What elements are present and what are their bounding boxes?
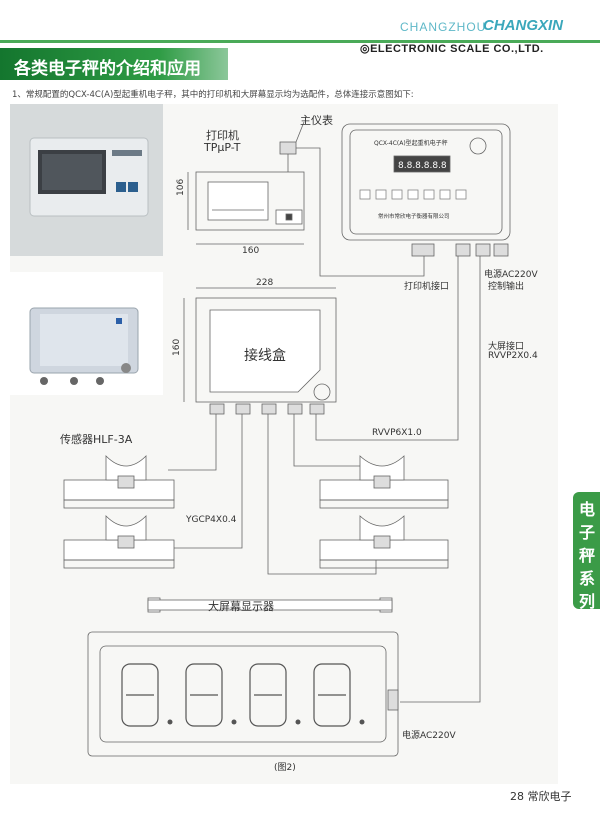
big-screen-label: 大屏幕显示器 <box>208 600 274 613</box>
main-unit-label: 主仪表 <box>300 114 333 127</box>
big-screen-bracket <box>147 599 393 611</box>
page-footer: 28 常欣电子 <box>510 790 572 803</box>
sensor-top-right <box>319 455 449 509</box>
main-unit-title: QCX-4C(A)型起重机电子秤 <box>374 140 448 147</box>
company-name-bold: CHANGXIN <box>483 17 564 34</box>
company-english-name: ◎ELECTRONIC SCALE CO.,LTD. <box>360 43 544 55</box>
printer-model: TPμP-T <box>204 141 241 154</box>
sensor-bottom-left <box>63 515 175 569</box>
side-tab <box>573 492 600 609</box>
junction-box-photo <box>10 272 163 395</box>
printer-port-label: 打印机接口 <box>404 282 450 292</box>
main-cable-label: RVVP6X1.0 <box>372 428 422 438</box>
screen-digits <box>121 663 351 727</box>
figure-caption: (图2) <box>274 763 296 773</box>
company-name-light: CHANGZHOU <box>400 20 487 34</box>
page-title: 各类电子秤的介绍和应用 <box>14 59 201 79</box>
sensor-top-left <box>63 455 175 509</box>
printer-width-dim: 160 <box>242 246 260 256</box>
sensor-bottom-right <box>319 515 449 569</box>
main-unit-maker: 常州市常欣电子衡器有限公司 <box>378 214 450 220</box>
intro-text: 1、常规配置的QCX-4C(A)型起重机电子秤，其中的打印机和大屏幕显示均为选配… <box>12 90 414 100</box>
printer-label: 打印机 <box>206 129 239 142</box>
instrument-display <box>393 155 451 173</box>
box-height-dim: 160 <box>172 338 182 356</box>
screen-cable-label: RVVP2X0.4 <box>488 351 538 361</box>
side-tab-text: 电子秤系列 <box>574 498 600 613</box>
power-label-bottom: 电源AC220V <box>402 731 456 741</box>
sensor-cable-label: YGCP4X0.4 <box>186 515 237 525</box>
control-output-label: 控制输出 <box>488 282 525 292</box>
printer-height-dim: 106 <box>176 178 186 196</box>
header-rule <box>0 40 600 43</box>
printer-connector <box>279 141 297 155</box>
junction-box-label: 接线盒 <box>244 348 286 364</box>
title-banner <box>0 48 228 80</box>
sensor-label: 传感器HLF-3A <box>60 433 133 446</box>
printer-body <box>195 171 305 231</box>
side-tab-chars: 电子秤系列 <box>578 500 595 611</box>
instrument-photo <box>10 104 163 256</box>
svg-text:8.8.8.8.8.8: 8.8.8.8.8.8 <box>398 161 447 171</box>
screen-port-label: 大屏接口 <box>488 342 525 352</box>
power-label-top: 电源AC220V <box>484 270 538 280</box>
box-width-dim: 228 <box>256 278 274 288</box>
main-instrument <box>341 123 511 241</box>
printer-paper-slot <box>207 181 269 221</box>
brand-logo-mark <box>469 137 487 155</box>
junction-box <box>195 297 337 403</box>
